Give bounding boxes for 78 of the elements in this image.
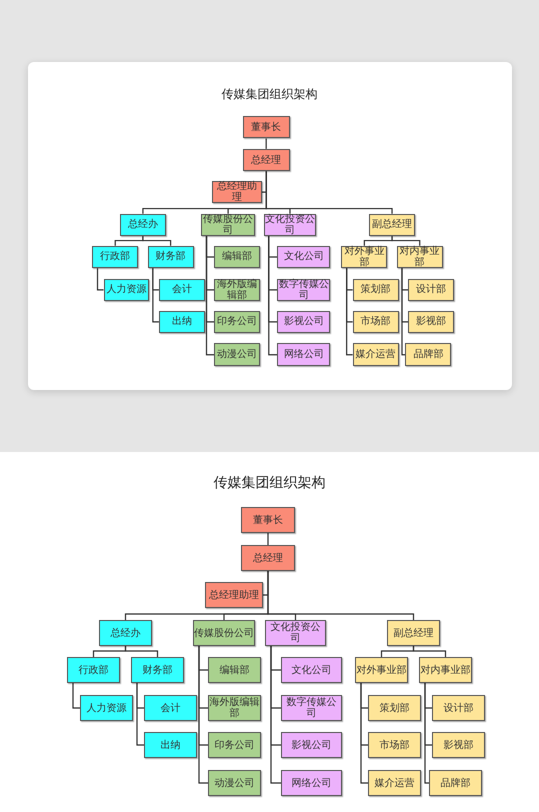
org-box: 设计部	[408, 278, 454, 302]
org-box: 印务公司	[208, 732, 261, 758]
org-box: 影视部	[432, 732, 485, 758]
org-box: 市场部	[368, 732, 421, 758]
connector-line	[424, 683, 429, 784]
connector-line	[267, 533, 269, 545]
connector-line	[152, 268, 159, 322]
org-box: 副总经理	[369, 214, 415, 236]
connector-line	[268, 236, 278, 356]
org-box: 行政部	[92, 246, 138, 268]
org-box: 文化公司	[277, 246, 330, 268]
org-box: 网络公司	[277, 343, 330, 366]
org-box: 动漫公司	[208, 770, 261, 796]
org-box: 传媒股份公司	[193, 620, 255, 646]
org-box: 策划部	[368, 695, 421, 721]
connector-line	[206, 236, 214, 356]
connector-line	[270, 646, 281, 784]
org-box: 编辑部	[208, 657, 261, 683]
connector-line	[360, 683, 368, 784]
org-box: 财务部	[148, 246, 194, 268]
org-box: 董事长	[241, 507, 295, 533]
org-box: 对内事业部	[419, 657, 472, 683]
org-box: 人力资源	[80, 695, 133, 721]
org-box: 会计	[144, 695, 197, 721]
connector-line	[346, 268, 353, 356]
org-box: 文化投资公司	[265, 620, 326, 646]
connector-line	[96, 268, 104, 290]
connector-line	[391, 236, 420, 246]
org-box: 动漫公司	[214, 343, 260, 366]
org-box: 总经理助理	[212, 180, 262, 204]
org-box: 总经办	[120, 214, 166, 236]
connector-line	[266, 171, 393, 214]
org-box: 人力资源	[104, 278, 150, 302]
org-box: 总经理	[241, 545, 295, 571]
org-box: 行政部	[67, 657, 120, 683]
org-box: 数字传媒公司	[281, 695, 342, 721]
org-box: 影视部	[408, 310, 454, 334]
org-box: 影视公司	[281, 732, 342, 758]
connector-line	[142, 236, 172, 246]
org-box: 海外版编辑部	[214, 278, 260, 302]
org-box: 董事长	[242, 116, 290, 138]
org-box: 媒介运营	[352, 343, 399, 366]
connector-line	[124, 646, 158, 657]
org-box: 影视公司	[277, 310, 330, 334]
connector-line	[266, 138, 267, 149]
chart-title: 传媒集团组织架构	[212, 476, 326, 490]
connector-line	[412, 646, 446, 657]
org-box: 策划部	[352, 278, 399, 302]
org-box: 媒介运营	[368, 770, 421, 796]
org-box: 传媒股份公司	[201, 214, 255, 236]
org-box: 市场部	[352, 310, 399, 334]
org-box: 财务部	[131, 657, 184, 683]
connector-line	[198, 646, 208, 784]
chart-title: 传媒集团组织架构	[220, 88, 318, 100]
connector-line	[72, 683, 80, 709]
org-box: 文化公司	[281, 657, 342, 683]
org-box: 总经办	[99, 620, 152, 646]
connector-line	[136, 683, 144, 746]
org-box: 总经理	[242, 148, 290, 172]
org-box: 品牌部	[429, 770, 482, 796]
org-box: 网络公司	[281, 770, 342, 796]
org-box: 设计部	[432, 695, 485, 721]
org-box: 总经理助理	[205, 582, 263, 608]
org-box: 对外事业部	[341, 246, 388, 268]
org-box: 品牌部	[405, 343, 452, 366]
org-box: 会计	[158, 278, 205, 302]
org-box: 副总经理	[387, 620, 440, 646]
org-box: 数字传媒公司	[277, 278, 330, 302]
org-box: 海外版编辑部	[208, 695, 261, 721]
org-box: 出纳	[144, 732, 197, 758]
org-box: 印务公司	[214, 310, 260, 334]
org-box: 出纳	[158, 310, 205, 334]
org-box: 文化投资公司	[264, 214, 316, 236]
org-box: 对外事业部	[355, 657, 408, 683]
org-box: 对内事业部	[396, 246, 443, 268]
connector-line	[267, 571, 414, 620]
connector-line	[401, 268, 406, 356]
org-box: 编辑部	[214, 246, 260, 268]
